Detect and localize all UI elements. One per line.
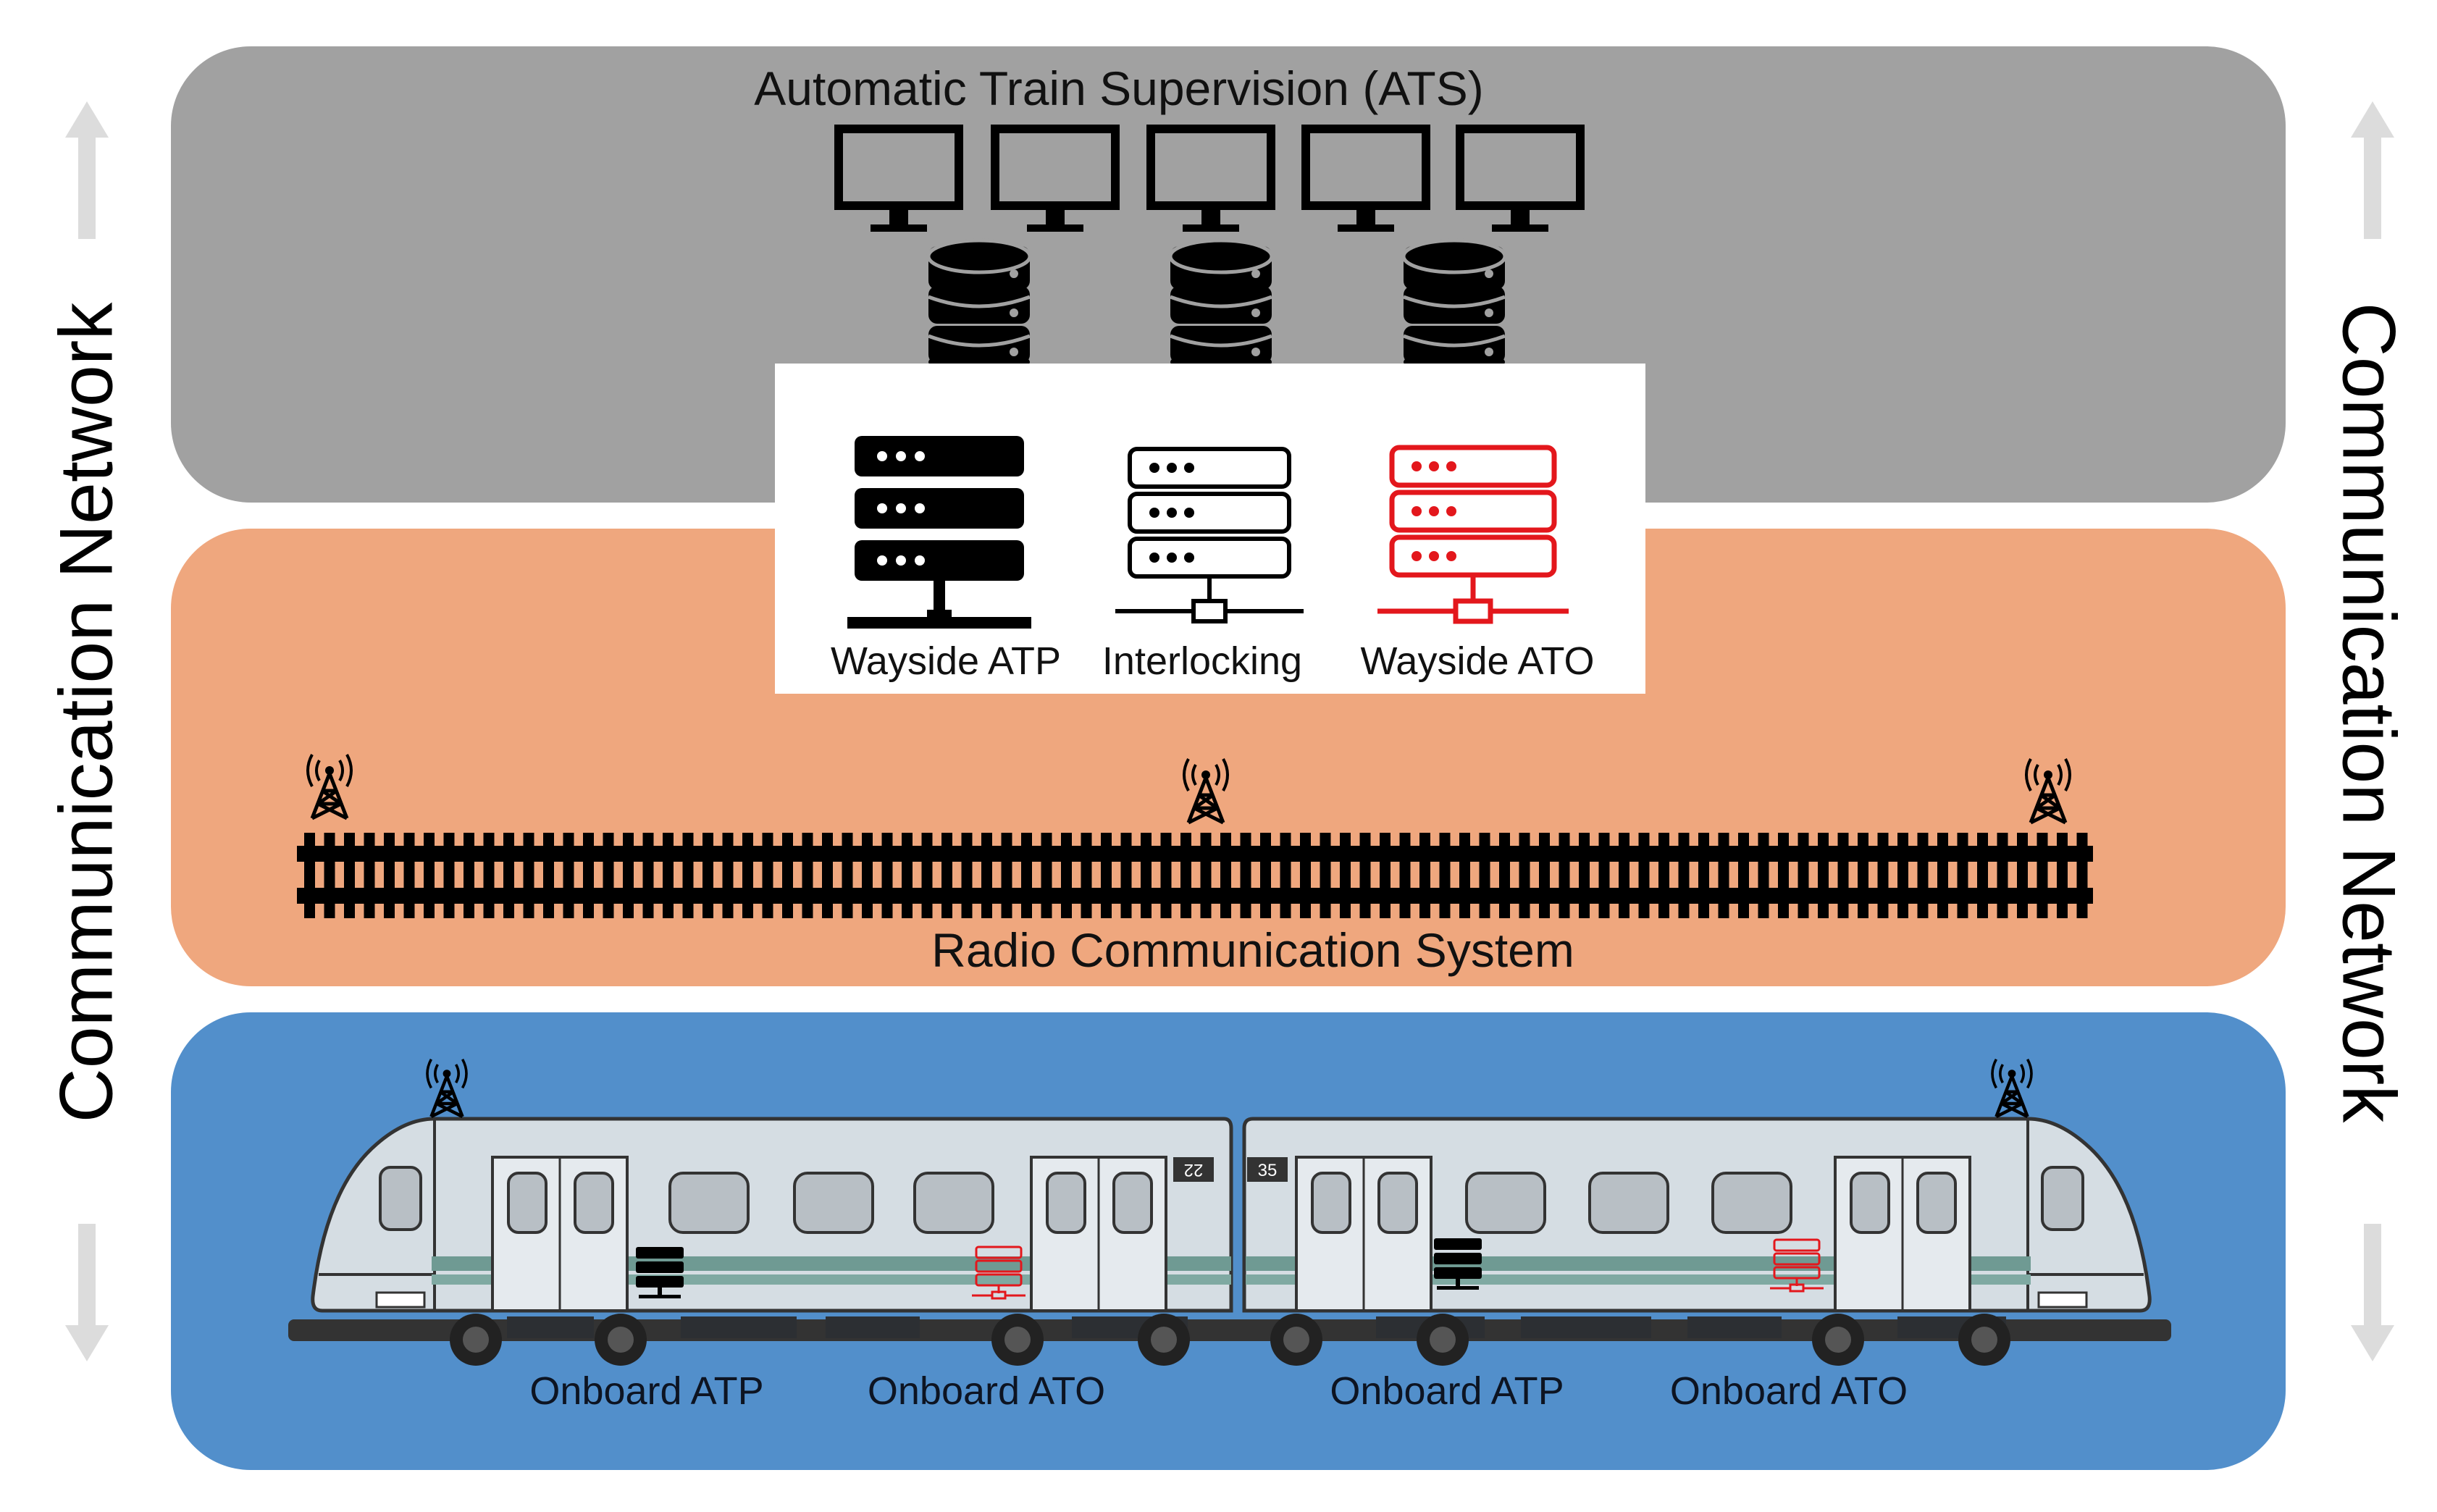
train-wheel [1958,1314,2010,1366]
radio-tower-icon [1991,1058,2033,1119]
onboard-atp-label-1: Onboard ATP [529,1369,764,1413]
radio-tower-icon [426,1058,468,1119]
train-wheel [1270,1314,1322,1366]
arrow-up-icon [2351,101,2394,239]
train-wheel [595,1314,647,1366]
radio-tower-icon [2025,758,2071,825]
train-wheel [1812,1314,1864,1366]
radio-system-label: Radio Communication System [931,923,1574,977]
monitor-icon [1301,125,1430,232]
track-rail-top [297,846,2093,862]
arrow-up-icon [65,101,109,239]
wayside-atp-label: Wayside ATP [830,639,1062,683]
train-wheel [450,1314,502,1366]
train-car-1 [311,1117,1233,1313]
train-wheel [1417,1314,1469,1366]
train-wheel [1138,1314,1190,1366]
onboard-atp-server-icon [636,1247,684,1298]
car-number-1: 22 [1184,1160,1204,1180]
monitor-icon [991,125,1120,232]
wayside-ato-label: Wayside ATO [1360,639,1595,683]
monitor-icon [1146,125,1275,232]
onboard-ato-label-1: Onboard ATO [867,1369,1106,1413]
onboard-atp-server-icon-2 [1434,1238,1482,1290]
train-wheel [991,1314,1044,1366]
radio-tower-icon [1183,758,1229,825]
car-number-2: 35 [1258,1161,1278,1180]
wayside-ato-server-icon [1377,445,1569,624]
ats-title: Automatic Train Supervision (ATS) [754,62,1484,115]
interlocking-label: Interlocking [1102,639,1303,683]
monitor-icon [834,125,963,232]
track-rail-bottom [297,888,2093,904]
wayside-components-panel: Wayside ATP Interlocking Wayside ATO [775,364,1645,694]
onboard-ato-server-icon [972,1246,1025,1300]
train-car-2 [1242,1117,2152,1313]
interlocking-server-icon [1115,447,1304,623]
database-icon [1168,238,1274,374]
wayside-atp-server-icon [847,436,1031,629]
onboard-atp-label-2: Onboard ATP [1330,1369,1564,1413]
onboard-ato-server-icon-2 [1770,1238,1824,1293]
arrow-down-icon [2351,1224,2394,1361]
wayside-servers [847,436,1569,629]
onboard-ato-label-2: Onboard ATO [1669,1369,1908,1413]
arrow-down-icon [65,1224,109,1361]
monitor-icon [1456,125,1585,232]
radio-tower-icon [306,754,353,820]
